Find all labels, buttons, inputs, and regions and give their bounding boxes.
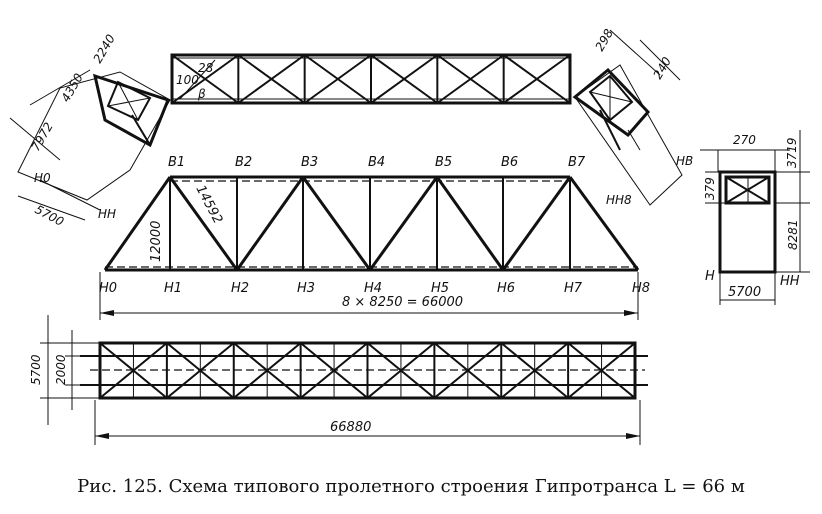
bottom-node-label: H1 bbox=[164, 281, 182, 296]
right-portal-view bbox=[572, 29, 683, 206]
section-h-label: H bbox=[705, 269, 715, 284]
left-portal-view bbox=[9, 69, 171, 221]
bottom-node-label: H5 bbox=[431, 281, 449, 296]
upper-diagonal-line bbox=[436, 54, 505, 104]
diagonal-member bbox=[368, 176, 439, 271]
bottom-node-label: H0 bbox=[99, 281, 117, 296]
section-width-label: 5700 bbox=[728, 285, 761, 300]
right-portal-node-label: HH8 bbox=[606, 193, 632, 207]
section-top-width-label: 270 bbox=[733, 133, 756, 147]
portal-labels: 2240 4350 7972 H0 HH 5700 100 28 β 298 2… bbox=[28, 26, 674, 229]
section-dim-b-label: 379 bbox=[703, 177, 717, 200]
plan-length-label: 66880 bbox=[330, 420, 371, 435]
bottom-node-label: H8 bbox=[632, 281, 650, 296]
top-node-label: B6 bbox=[501, 155, 518, 170]
section-dim-c-label: 8281 bbox=[786, 219, 800, 250]
lower-bracing-plan: 5700 2000 66880 bbox=[29, 315, 648, 445]
height-dim-label: 12000 bbox=[149, 221, 164, 262]
diagonal-member bbox=[501, 176, 572, 271]
bottom-node-label: H7 bbox=[564, 281, 583, 296]
diagonal-member bbox=[435, 176, 505, 271]
beta-label: β bbox=[197, 87, 206, 101]
plan-inner-width-label: 2000 bbox=[54, 354, 68, 385]
plan-outer-width-label: 5700 bbox=[29, 354, 43, 385]
top-node-label: B1 bbox=[168, 155, 185, 170]
portal-width-label: 5700 bbox=[33, 202, 67, 229]
figure-caption: Рис. 125. Схема типового пролетного стро… bbox=[77, 476, 745, 497]
diagonal-member bbox=[168, 176, 239, 271]
upper-diagonal-line bbox=[370, 54, 438, 104]
upper-diagonal-line bbox=[237, 54, 306, 104]
angle-b-label: 28 bbox=[198, 61, 214, 75]
right-portal-dim-a-label: 298 bbox=[592, 26, 616, 53]
bottom-node-label: H6 bbox=[497, 281, 515, 296]
portal-h0-label: H0 bbox=[34, 171, 51, 185]
cross-section-view: 270 3719 379 8281 5700 H HH HB bbox=[676, 130, 810, 305]
top-node-label: B5 bbox=[435, 155, 452, 170]
upper-bracing-plan bbox=[170, 53, 572, 105]
section-hh-label: HH bbox=[780, 274, 800, 289]
portal-dim-a-label: 2240 bbox=[90, 32, 118, 66]
top-node-label: B2 bbox=[235, 155, 252, 170]
diagonal-member bbox=[235, 176, 305, 271]
top-node-label: B3 bbox=[301, 155, 318, 170]
upper-diagonal-line bbox=[304, 54, 372, 104]
diagonal-member bbox=[301, 176, 372, 271]
bottom-node-label: H3 bbox=[297, 281, 315, 296]
section-hb-label: HB bbox=[676, 154, 693, 168]
portal-hh-label: HH bbox=[98, 207, 116, 221]
diagonal-dim-label: 14592 bbox=[192, 183, 225, 227]
angle-a-label: 100 bbox=[176, 73, 199, 87]
right-portal-dim-b-label: 240 bbox=[650, 54, 674, 81]
top-node-label: B7 bbox=[568, 155, 586, 170]
bottom-node-label: H4 bbox=[364, 281, 382, 296]
upper-diagonal-line bbox=[503, 54, 571, 104]
span-dim-label: 8 × 8250 = 66000 bbox=[342, 295, 463, 310]
bottom-node-label: H2 bbox=[231, 281, 249, 296]
section-dim-a-label: 3719 bbox=[785, 137, 799, 168]
top-node-label: B4 bbox=[368, 155, 385, 170]
